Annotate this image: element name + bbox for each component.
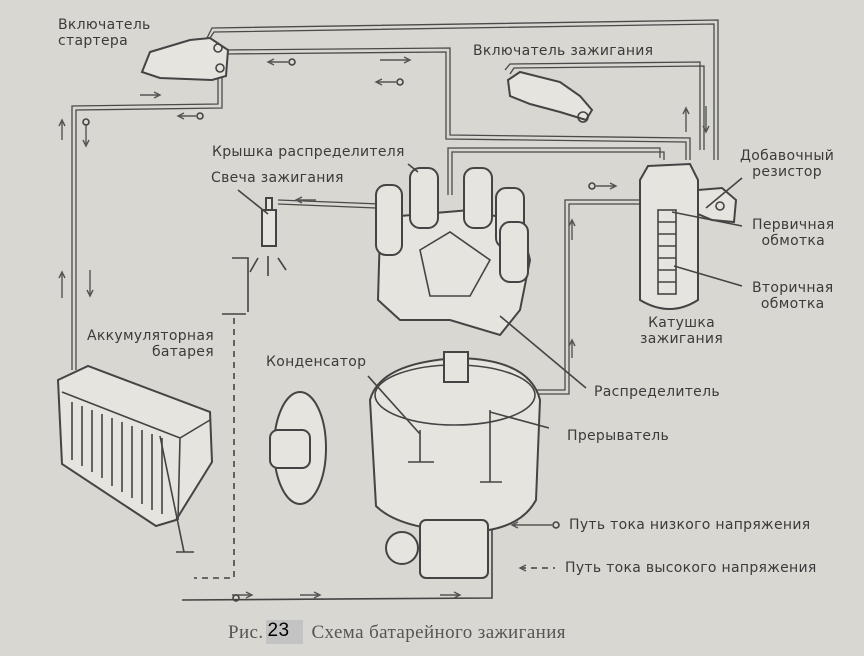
label-breaker: Прерыватель	[567, 428, 670, 444]
label-spark-plug: Свеча зажигания	[211, 170, 344, 186]
legend-low-voltage-arrow	[510, 521, 532, 529]
leader-lines	[237, 163, 743, 435]
caption-prefix: Рис.	[228, 622, 264, 643]
label-line: Вторичная	[752, 280, 834, 296]
label-line: Добавочный	[740, 148, 835, 164]
label-ignition-coil: Катушка зажигания	[640, 315, 723, 347]
label-primary-winding: Первичная обмотка	[752, 217, 835, 249]
ignition-coil	[639, 162, 738, 310]
label-line: батарея	[151, 344, 214, 360]
spark-plug	[249, 197, 287, 276]
figure-number: 23	[265, 620, 304, 644]
battery	[56, 364, 214, 553]
label-starter-switch: Включатель стартера	[58, 17, 151, 49]
figure-caption: Рис.23 Схема батарейного зажигания	[228, 620, 566, 644]
label-extra-resistor: Добавочный резистор	[740, 148, 834, 180]
label-line: обмотка	[761, 233, 826, 249]
distributor-cap	[375, 167, 532, 337]
label-distributor: Распределитель	[594, 384, 720, 400]
label-line: Катушка	[648, 315, 715, 331]
label-distributor-cap: Крышка распределителя	[212, 144, 405, 160]
label-line: зажигания	[640, 331, 724, 347]
current-arrows	[58, 56, 710, 602]
caption-title: Схема батарейного зажигания	[311, 622, 566, 643]
legend-symbols	[510, 521, 560, 572]
label-line: Аккумуляторная	[87, 328, 214, 344]
label-line: стартера	[58, 33, 128, 49]
label-condenser: Конденсатор	[266, 354, 367, 370]
label-line: Включатель	[58, 17, 151, 33]
starter-switch	[140, 36, 230, 82]
high-voltage-path	[194, 257, 249, 579]
label-line: обмотка	[760, 296, 825, 312]
legend-high-voltage: Путь тока высокого напряжения	[565, 560, 817, 576]
label-secondary-winding: Вторичная обмотка	[752, 280, 833, 312]
distributor-body	[269, 351, 542, 579]
label-battery: Аккумуляторная батарея	[87, 328, 214, 360]
label-ignition-switch: Включатель зажигания	[473, 43, 654, 59]
ignition-switch	[506, 70, 594, 123]
legend-low-voltage: Путь тока низкого напряжения	[569, 517, 811, 533]
label-line: Первичная	[752, 217, 835, 233]
label-line: резистор	[752, 164, 822, 180]
